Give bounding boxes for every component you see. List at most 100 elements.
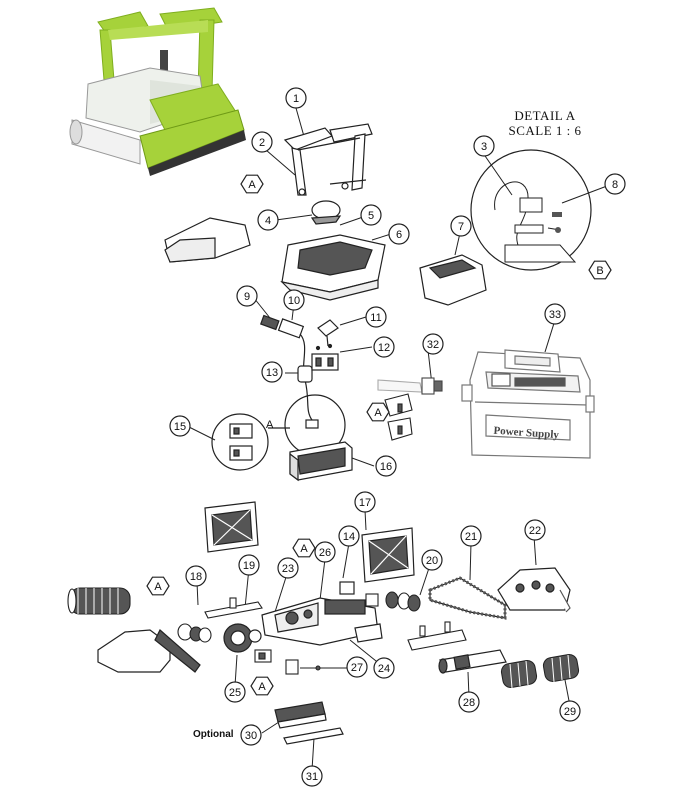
detail-a-line1: DETAIL A xyxy=(514,108,576,123)
callout-circle xyxy=(422,333,444,355)
callout-27: 27 xyxy=(346,656,368,678)
hex-label-hA2: A xyxy=(366,402,390,422)
callout-circle xyxy=(338,525,360,547)
callout-8: 8 xyxy=(604,173,626,195)
callout-circle xyxy=(373,657,395,679)
callout-number: 3 xyxy=(481,141,487,153)
callout-33: 33 xyxy=(544,303,566,325)
callout-circle xyxy=(261,361,283,383)
callout-circle xyxy=(360,204,382,226)
callout-14: 14 xyxy=(338,525,360,547)
hex-text: B xyxy=(596,265,603,277)
callout-circle xyxy=(236,285,258,307)
callout-28: 28 xyxy=(458,691,480,713)
callout-number: 1 xyxy=(293,93,299,105)
axle-19 xyxy=(204,597,263,619)
detail-a-title: DETAIL A SCALE 1 : 6 xyxy=(486,108,604,138)
callout-21: 21 xyxy=(460,525,482,547)
callout-32: 32 xyxy=(422,333,444,355)
detail-a-scale: SCALE 1 : 6 xyxy=(508,123,582,138)
track-belt-21 xyxy=(428,576,507,620)
callout-number: 15 xyxy=(174,421,186,433)
bearing-set-18 xyxy=(177,623,212,643)
callout-number: 4 xyxy=(265,215,271,227)
callout-number: 19 xyxy=(243,560,255,572)
callout-circle xyxy=(285,87,307,109)
callout-circle xyxy=(375,455,397,477)
callout-number: 8 xyxy=(612,179,618,191)
callout-number: 18 xyxy=(190,571,202,583)
callout-number: 9 xyxy=(244,291,250,303)
callout-circle xyxy=(240,724,262,746)
hex-reference-layer: A B A A A A xyxy=(146,174,612,696)
filter-panel-left xyxy=(204,501,259,553)
cable-swivel xyxy=(260,314,339,421)
callout-number: 30 xyxy=(245,730,257,742)
small-bracket xyxy=(254,649,272,663)
filter-panel-right xyxy=(361,527,415,583)
callout-circle xyxy=(388,223,410,245)
connector-blocks xyxy=(384,393,413,441)
callout-number: 12 xyxy=(378,342,390,354)
hex-label-hB: B xyxy=(588,260,612,280)
callout-16: 16 xyxy=(375,455,397,477)
brush-roller-left xyxy=(67,587,131,615)
callout-circle xyxy=(373,336,395,358)
side-plate-right xyxy=(497,567,571,613)
hex-label-hA3: A xyxy=(292,538,316,558)
callout-number: 25 xyxy=(229,687,241,699)
callout-number: 33 xyxy=(549,309,561,321)
plain-label-pA: A xyxy=(266,419,274,431)
callout-circle xyxy=(473,135,495,157)
callout-circle xyxy=(346,656,368,678)
callout-number: 13 xyxy=(266,367,278,379)
power-supply-label: Power Supply xyxy=(493,425,560,442)
callout-circle xyxy=(559,700,581,722)
motor-chassis xyxy=(261,581,383,646)
hex-label-hA5: A xyxy=(250,676,274,696)
callout-number: 11 xyxy=(370,312,381,324)
lower-axle-bar xyxy=(407,621,467,651)
callout-7: 7 xyxy=(450,215,472,237)
hex-shape xyxy=(588,260,612,280)
callout-20: 20 xyxy=(421,549,443,571)
callout-19: 19 xyxy=(238,554,260,576)
hex-label-hA1: A xyxy=(240,174,264,194)
callout-circle xyxy=(251,131,273,153)
callout-5: 5 xyxy=(360,204,382,226)
roller-tube-28 xyxy=(438,649,507,674)
bearing-set-20 xyxy=(365,591,421,612)
hex-text: A xyxy=(258,681,266,693)
callout-circle xyxy=(354,491,376,513)
callout-18: 18 xyxy=(185,565,207,587)
callout-number: 32 xyxy=(427,339,439,351)
hex-shape xyxy=(366,402,390,422)
callout-number: 22 xyxy=(529,525,541,537)
callout-1: 1 xyxy=(285,87,307,109)
callout-25: 25 xyxy=(224,681,246,703)
callout-circle xyxy=(421,549,443,571)
callout-circle xyxy=(257,209,279,231)
power-cable xyxy=(377,377,443,395)
callout-circle xyxy=(314,541,336,563)
electronics-box xyxy=(289,441,353,482)
hex-shape xyxy=(250,676,274,696)
hex-text: A xyxy=(248,179,256,191)
callout-6: 6 xyxy=(388,223,410,245)
callout-31: 31 xyxy=(301,765,323,787)
callout-number: 5 xyxy=(368,210,374,222)
callout-26: 26 xyxy=(314,541,336,563)
callout-circle xyxy=(365,306,387,328)
callout-number: 21 xyxy=(465,531,477,543)
callout-number: 26 xyxy=(319,547,331,559)
callout-4: 4 xyxy=(257,209,279,231)
optional-label: Optional xyxy=(193,729,234,740)
callout-circle xyxy=(604,173,626,195)
callout-29: 29 xyxy=(559,700,581,722)
callout-number: 16 xyxy=(380,461,392,473)
connector-detail-circle xyxy=(211,413,290,471)
callout-circle xyxy=(460,525,482,547)
power-supply-unit xyxy=(461,349,595,459)
callout-10: 10 xyxy=(283,289,305,311)
